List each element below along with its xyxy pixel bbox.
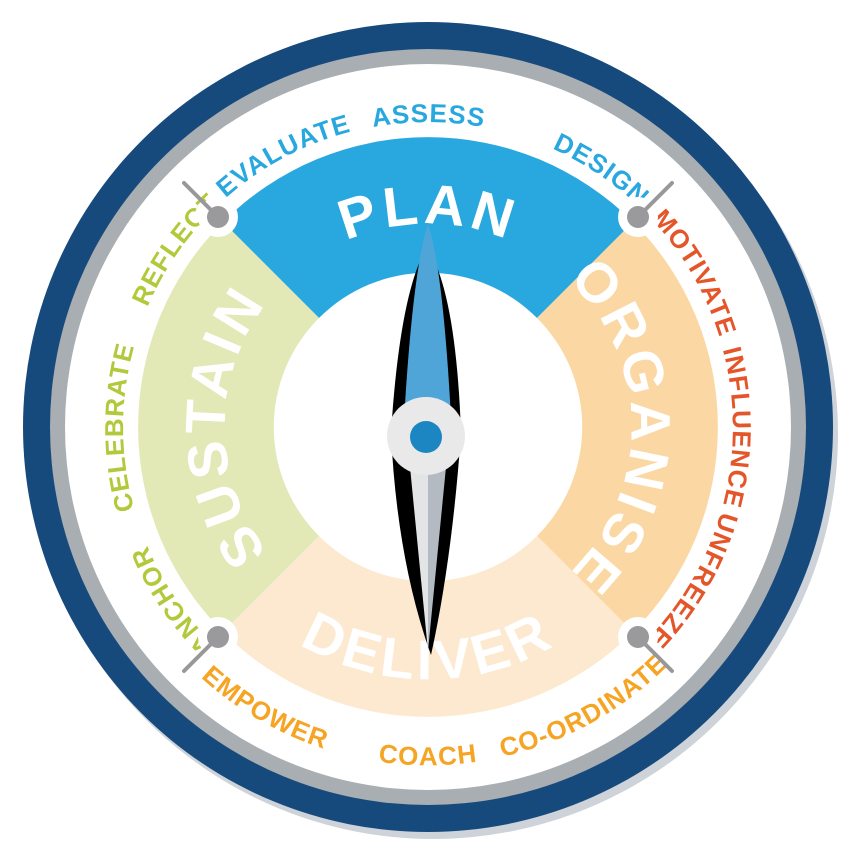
ring-word-coach: COACH: [377, 738, 478, 771]
needle-hub-dot: [410, 421, 442, 453]
needle-south-left: [406, 426, 428, 651]
compass-needle: [387, 224, 465, 655]
needle-south-right: [428, 426, 450, 651]
pin-head-top-right: [627, 206, 649, 228]
coach-text: COACH: [377, 738, 477, 771]
ring-word-assess: ASSESS: [369, 98, 487, 133]
pin-head-bottom-right: [627, 626, 649, 648]
needle-north: [403, 224, 452, 438]
pin-heads: [207, 206, 649, 648]
sector-organise: [537, 222, 718, 632]
pin-head-top-left: [207, 206, 229, 228]
sector-sustain: [138, 222, 319, 632]
assess-text: ASSESS: [369, 98, 486, 133]
pin-head-bottom-left: [207, 626, 229, 648]
